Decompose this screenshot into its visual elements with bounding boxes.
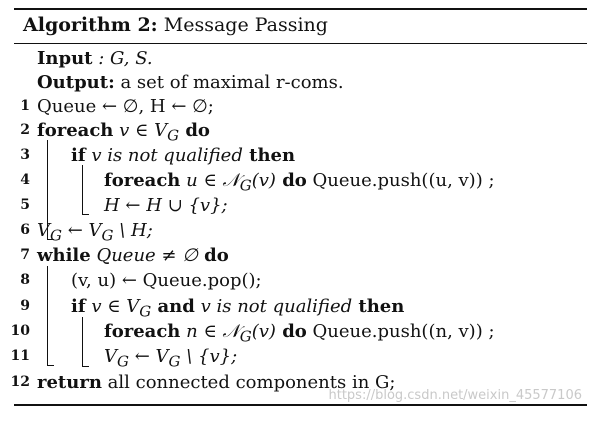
while-block-end-tick — [47, 365, 54, 366]
action-text: Queue.push((n, v)) ; — [306, 321, 495, 342]
math-subscript: G — [101, 226, 114, 245]
input-value: : G, S. — [92, 48, 153, 69]
line-number: 4 — [20, 172, 30, 188]
math-subscript: G — [167, 126, 180, 145]
keyword-do: do — [275, 170, 307, 191]
line-number: 9 — [20, 298, 30, 314]
math-expr-mid: ← V — [61, 220, 102, 241]
condition-text: v is not qualified — [85, 145, 243, 166]
keyword-do: do — [275, 321, 307, 342]
keyword-do: do — [197, 245, 229, 266]
math-subscript: G — [168, 352, 181, 371]
math-subscript: G — [50, 226, 62, 245]
line-number: 6 — [20, 222, 30, 238]
keyword-and: and — [151, 296, 195, 317]
top-rule — [14, 8, 587, 10]
keyword-foreach: foreach — [37, 120, 114, 141]
keyword-do: do — [179, 120, 210, 141]
input-label: Input — [37, 48, 93, 69]
condition-text: v is not qualified — [194, 296, 353, 317]
keyword-foreach: foreach — [104, 321, 181, 342]
output-value: a set of maximal r-coms. — [114, 72, 344, 93]
math-subscript: G — [239, 327, 252, 346]
if-and-block-end-tick — [82, 366, 89, 367]
line-number: 10 — [10, 323, 30, 339]
math-subscript: G — [117, 352, 129, 371]
line-number: 7 — [20, 247, 30, 263]
keyword-if: if — [71, 296, 86, 317]
line-number: 5 — [20, 197, 30, 213]
algorithm-name: Message Passing — [163, 14, 328, 36]
math-expr: ≠ ∅ — [155, 245, 198, 266]
foreach-block-end-tick — [47, 239, 54, 240]
math-expr-end: \ {v}; — [180, 346, 238, 367]
math-expr-arg: (v) — [251, 321, 276, 342]
while-block-bar — [47, 266, 48, 366]
line-number: 3 — [20, 147, 30, 163]
algorithm-title: Algorithm 2: Message Passing — [23, 13, 328, 37]
math-expr: V — [37, 220, 50, 241]
line-text: (v, u) ← Queue.pop(); — [71, 270, 262, 291]
title-rule — [14, 43, 587, 44]
action-text: Queue.push((u, v)) ; — [306, 170, 495, 191]
if-and-block-bar — [82, 317, 83, 367]
keyword-then: then — [242, 145, 296, 166]
math-expr-end: \ H; — [113, 220, 153, 241]
line-number: 12 — [10, 374, 30, 390]
math-expr: n ∈ 𝒩 — [180, 321, 240, 342]
output-label: Output: — [37, 72, 115, 93]
line-number: 2 — [20, 122, 30, 138]
keyword-return: return — [37, 372, 102, 393]
math-expr: v ∈ V — [85, 296, 140, 317]
if-block-bar — [82, 165, 83, 215]
keyword-foreach: foreach — [104, 170, 181, 191]
math-expr: v ∈ V — [113, 120, 168, 141]
math-expr: u ∈ 𝒩 — [180, 170, 240, 191]
math-expr-arg: (v) — [251, 170, 276, 191]
math-subscript: G — [239, 176, 252, 195]
math-expr: V — [104, 346, 117, 367]
line-text: H ← H ∪ {v}; — [104, 195, 228, 216]
line-text: Queue ← ∅, H ← ∅; — [37, 96, 214, 117]
watermark-text: https://blog.csdn.net/weixin_45577106 — [328, 388, 582, 403]
line-number: 1 — [20, 98, 30, 114]
line-number: 8 — [20, 272, 30, 288]
bottom-rule — [14, 404, 587, 406]
foreach-block-bar — [47, 140, 48, 240]
condition-text: Queue — [90, 245, 156, 266]
line-text: all connected components in G; — [101, 372, 396, 393]
math-expr-mid: ← V — [128, 346, 169, 367]
keyword-if: if — [71, 145, 86, 166]
math-subscript: G — [139, 302, 152, 321]
if-block-end-tick — [82, 214, 89, 215]
line-number: 11 — [10, 348, 30, 364]
keyword-then: then — [352, 296, 405, 317]
algorithm-number: Algorithm 2: — [23, 14, 158, 36]
keyword-while: while — [37, 245, 91, 266]
